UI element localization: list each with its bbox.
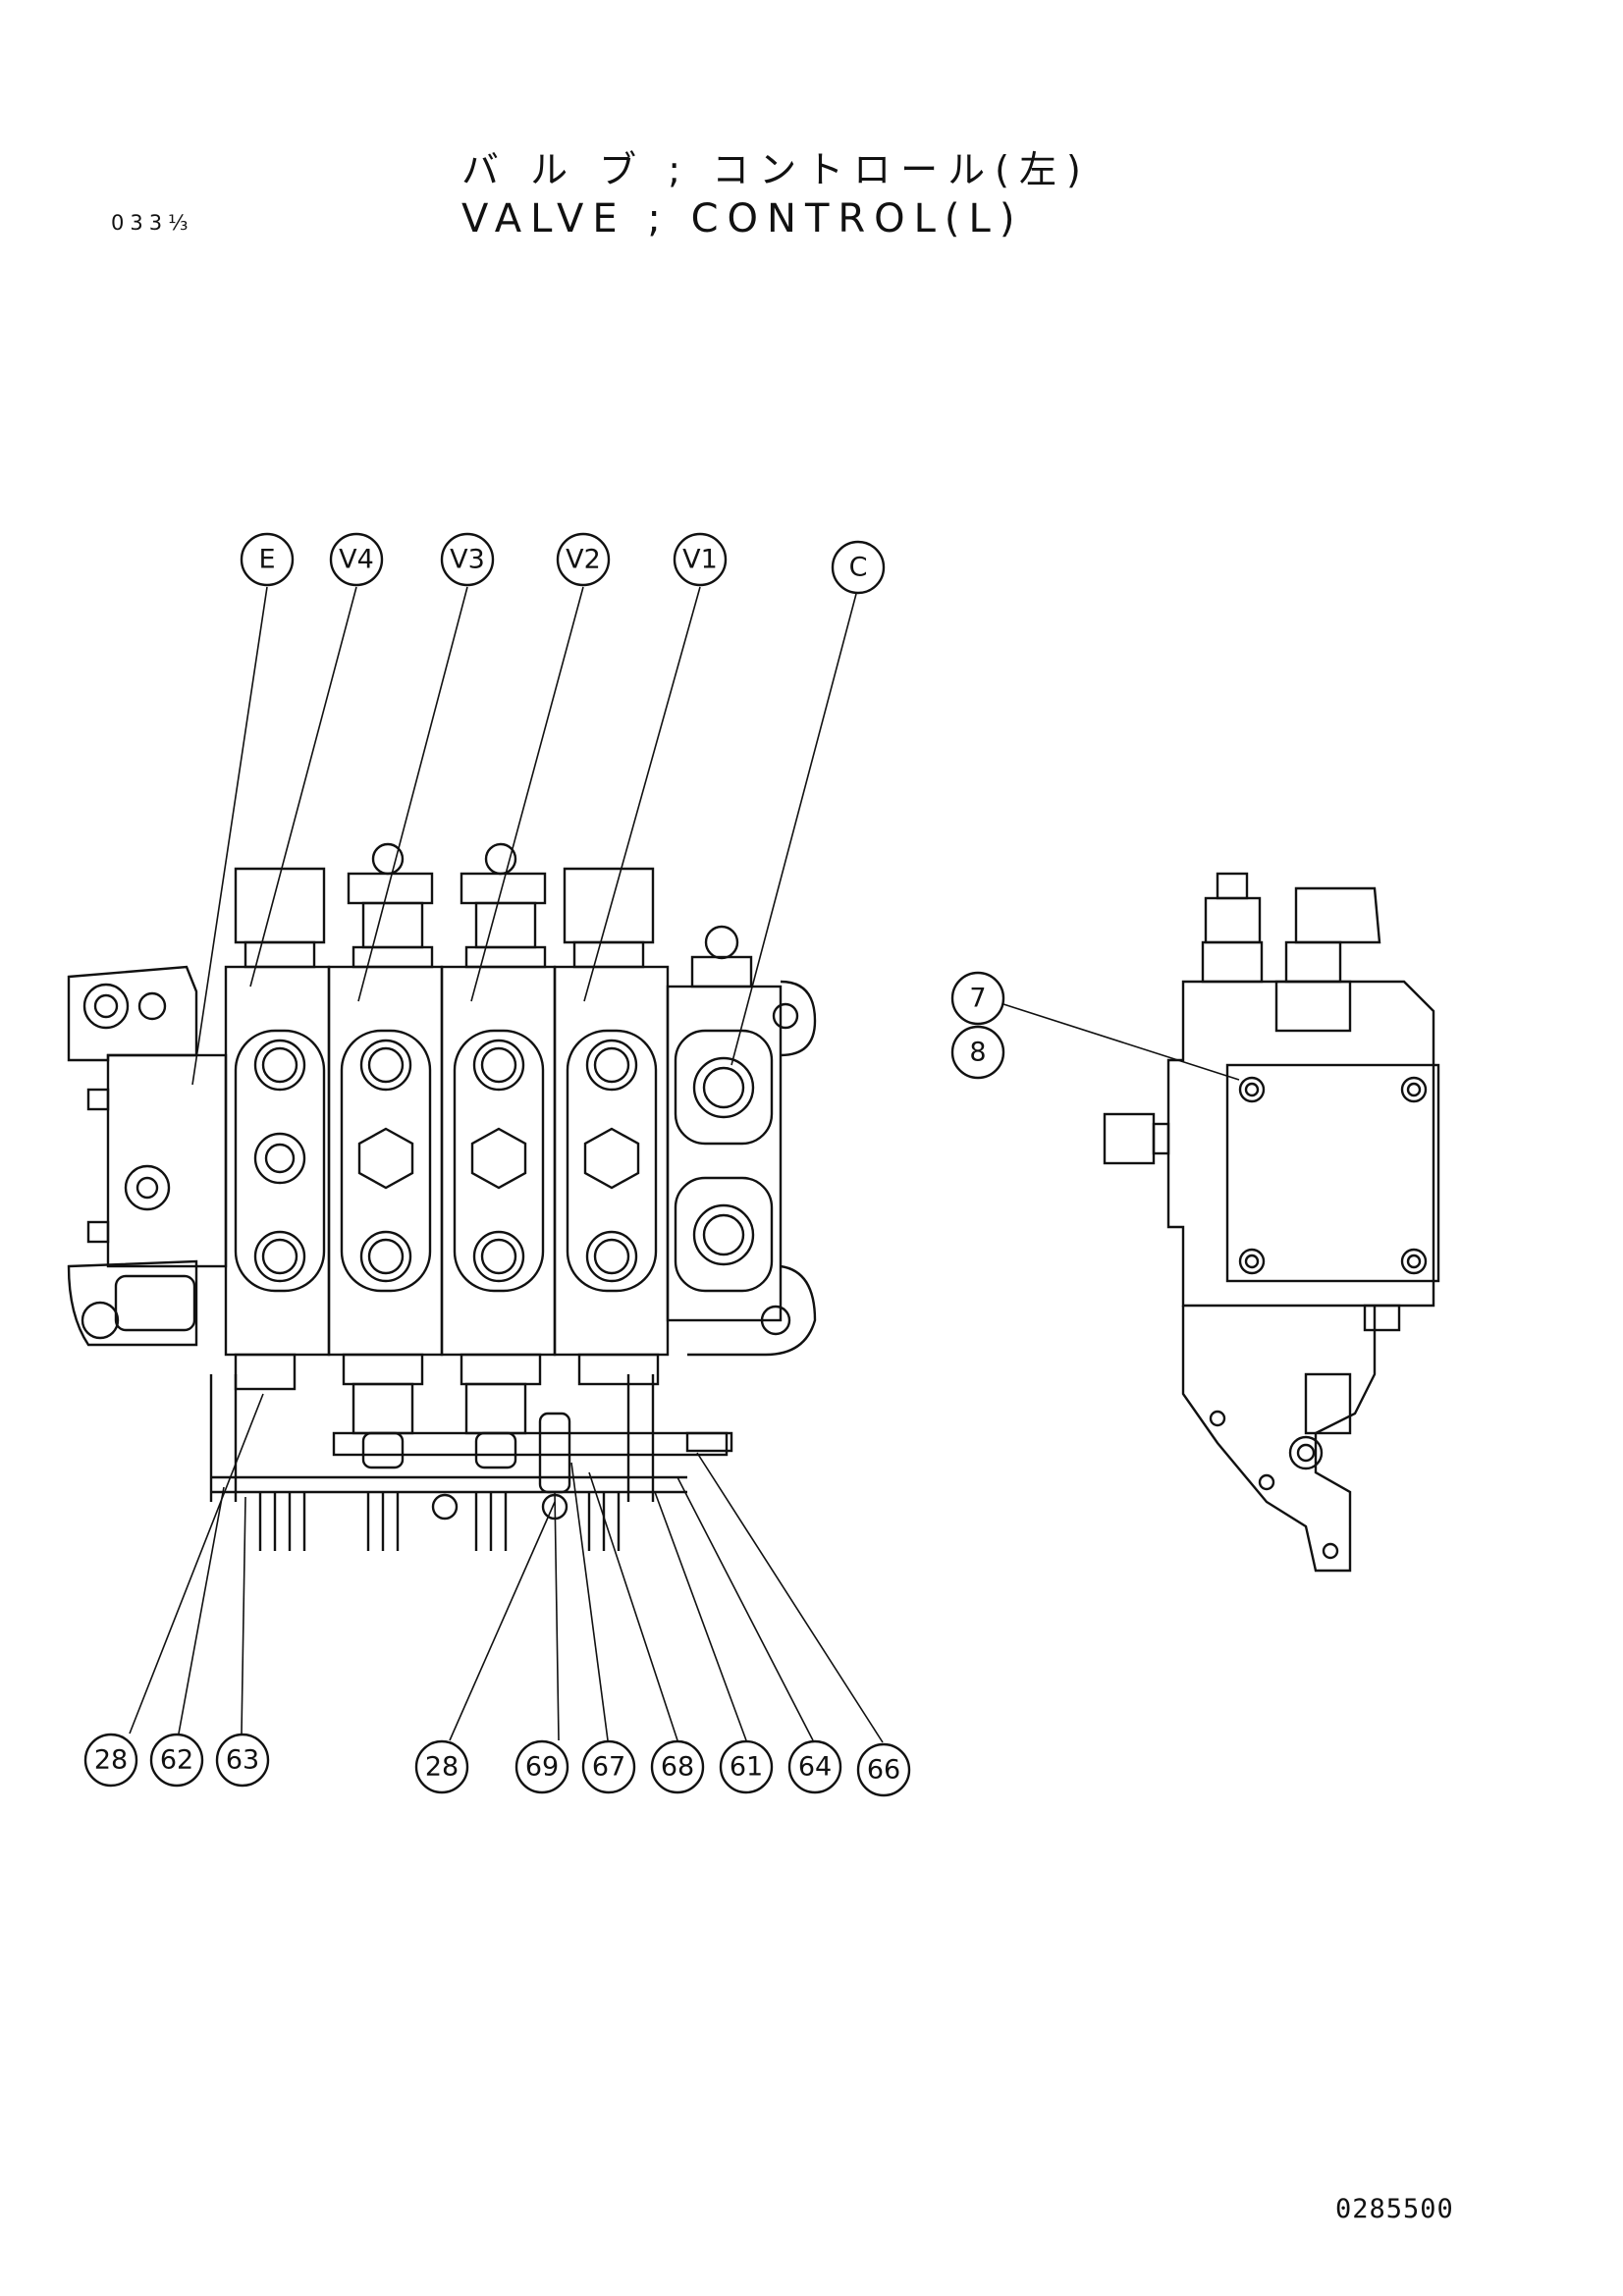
callout-V1: V1 xyxy=(673,532,728,587)
svg-text:28: 28 xyxy=(94,1745,128,1776)
callout-64: 64 xyxy=(787,1739,842,1794)
svg-text:62: 62 xyxy=(160,1745,193,1776)
callout-28-right: 28 xyxy=(414,1739,469,1794)
svg-text:V2: V2 xyxy=(566,545,601,575)
callout-66: 66 xyxy=(856,1742,911,1797)
svg-text:28: 28 xyxy=(425,1752,459,1783)
svg-text:64: 64 xyxy=(798,1752,832,1783)
callout-68: 68 xyxy=(650,1739,705,1794)
callout-63: 63 xyxy=(215,1733,270,1788)
callout-7: 7 xyxy=(950,971,1005,1026)
svg-text:C: C xyxy=(849,553,868,583)
front-view-valve-assembly xyxy=(67,842,817,1551)
callout-E: E xyxy=(240,532,295,587)
svg-text:7: 7 xyxy=(969,984,986,1014)
svg-text:61: 61 xyxy=(730,1752,763,1783)
callout-8: 8 xyxy=(950,1025,1005,1080)
svg-text:69: 69 xyxy=(525,1752,559,1783)
title-english: VALVE ; CONTROL(L) xyxy=(461,196,1024,241)
svg-text:66: 66 xyxy=(867,1755,900,1786)
svg-text:V3: V3 xyxy=(450,545,485,575)
leader-lines xyxy=(129,586,1240,1743)
callout-69: 69 xyxy=(514,1739,569,1794)
svg-text:63: 63 xyxy=(226,1745,259,1776)
callout-V3: V3 xyxy=(440,532,495,587)
title-japanese: バ ル ブ ; コントロール(左) xyxy=(461,148,1091,191)
callout-C: C xyxy=(831,540,886,595)
side-view-valve-assembly xyxy=(1103,872,1440,1573)
callout-67: 67 xyxy=(581,1739,636,1794)
callout-61: 61 xyxy=(719,1739,774,1794)
callout-V4: V4 xyxy=(329,532,384,587)
svg-text:8: 8 xyxy=(969,1038,986,1068)
svg-text:E: E xyxy=(258,545,275,575)
document-number: 0285500 xyxy=(1335,2194,1454,2224)
page-code: 033⅓ xyxy=(111,211,194,235)
svg-text:V4: V4 xyxy=(339,545,374,575)
svg-text:68: 68 xyxy=(661,1752,694,1783)
svg-text:67: 67 xyxy=(592,1752,625,1783)
callout-28-left: 28 xyxy=(83,1733,138,1788)
callout-V2: V2 xyxy=(556,532,611,587)
svg-text:V1: V1 xyxy=(682,545,718,575)
callout-62: 62 xyxy=(149,1733,204,1788)
